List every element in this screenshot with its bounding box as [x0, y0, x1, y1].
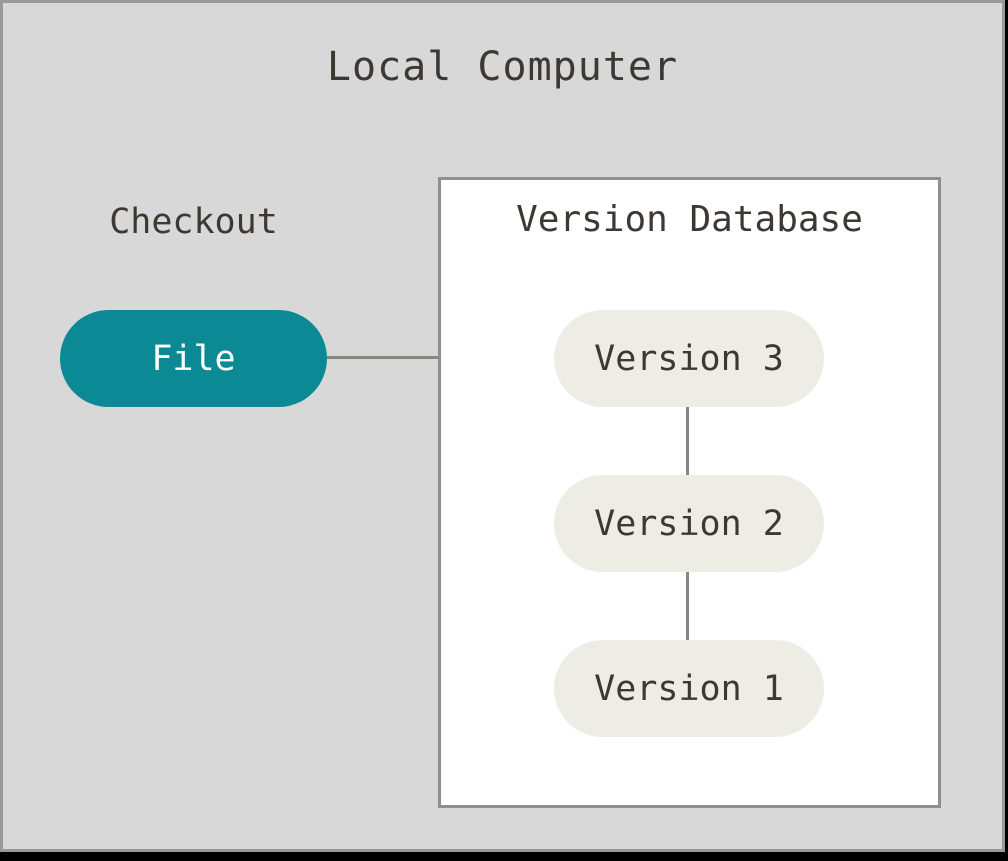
version-database-box: Version Database Version 3 Version 2 Ver… — [438, 177, 941, 808]
connector-version2-version1 — [686, 572, 689, 640]
file-node: File — [60, 310, 327, 407]
version-node-1: Version 1 — [554, 640, 824, 737]
version-database-title: Version Database — [516, 199, 863, 240]
diagram-title: Local Computer — [326, 44, 679, 90]
connector-version3-version2 — [686, 407, 689, 475]
version-node-3: Version 3 — [554, 310, 824, 407]
version-node-2: Version 2 — [554, 475, 824, 572]
checkout-label: Checkout — [109, 202, 278, 242]
